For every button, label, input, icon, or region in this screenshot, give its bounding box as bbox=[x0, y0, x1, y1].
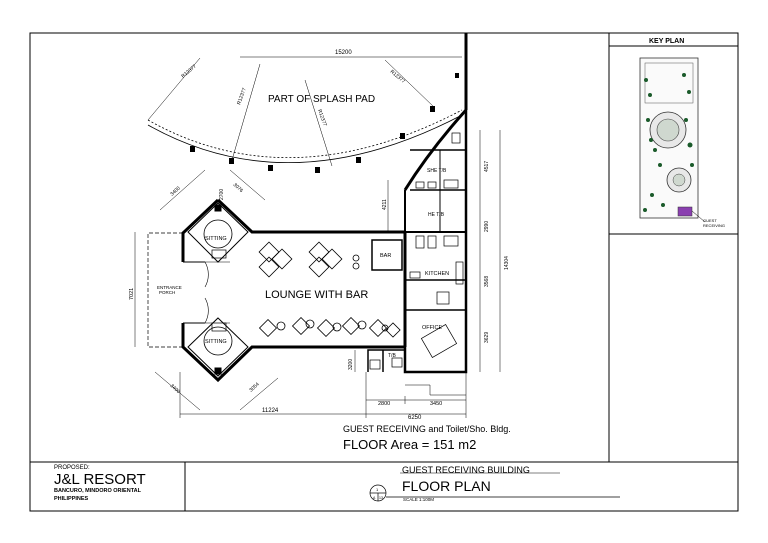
dim-radius-1: R12377 bbox=[180, 64, 197, 80]
building-description: GUEST RECEIVING and Toilet/Sho. Bldg. bbox=[343, 424, 511, 434]
dim-diag-bottom-left: 3400 bbox=[169, 383, 181, 395]
dim-small-vertical: 3200 bbox=[348, 359, 354, 370]
room-label-splash-pad: PART OF SPLASH PAD bbox=[268, 94, 375, 105]
dim-diag-top-right: 3076 bbox=[232, 182, 244, 194]
marker-bottom-right: 13 bbox=[379, 496, 383, 500]
key-plan-thumbnail bbox=[639, 57, 706, 223]
dim-left-height: 7021 bbox=[129, 288, 135, 300]
dim-diag-top-small: 2700 bbox=[219, 189, 225, 200]
scale-label: SCALE 1:100M bbox=[403, 497, 435, 502]
room-label-porch: PORCH bbox=[159, 290, 175, 295]
proposed-label: PROPOSED: bbox=[54, 465, 90, 471]
sitting-areas bbox=[187, 202, 249, 377]
dim-bottom-right: 6250 bbox=[408, 415, 422, 421]
location-line-1: BANCURO, MINDORO ORIENTAL bbox=[54, 488, 141, 494]
dimension-lines bbox=[134, 130, 501, 418]
dim-radius-2: R12377 bbox=[236, 87, 248, 106]
key-plan-callout-guest: GUEST bbox=[703, 218, 717, 223]
room-label-tb: T/B bbox=[388, 353, 396, 359]
dim-diag-top-left: 3400 bbox=[169, 185, 181, 197]
dim-right-4: 3629 bbox=[484, 332, 490, 343]
dim-mid-vertical: 4211 bbox=[382, 199, 388, 210]
service-fixtures bbox=[369, 132, 464, 370]
dim-bottom-sub-left: 2800 bbox=[378, 401, 390, 407]
room-label-office: OFFICE bbox=[422, 325, 442, 331]
floor-area: FLOOR Area = 151 m2 bbox=[343, 437, 476, 452]
dim-radius-4: R12377 bbox=[389, 69, 406, 85]
room-label-he-tb: HE T/B bbox=[428, 212, 445, 218]
project-name: J&L RESORT bbox=[54, 471, 146, 488]
room-label-she-tb: SHE T/B bbox=[427, 168, 447, 174]
building-walls bbox=[181, 33, 468, 383]
dim-right-overall: 14304 bbox=[504, 256, 510, 270]
room-label-sitting-top: SITTING bbox=[205, 236, 227, 242]
dim-bottom-sub-right: 3450 bbox=[430, 401, 442, 407]
dim-bottom-overall: 11224 bbox=[262, 408, 279, 414]
location-line-2: PHILIPPINES bbox=[54, 496, 89, 502]
room-label-bar: BAR bbox=[380, 253, 391, 259]
drawing-marker: 1 A 13 bbox=[369, 472, 620, 502]
key-plan-callout-receiving: RECEIVING bbox=[703, 223, 725, 228]
splash-pad-arc bbox=[147, 57, 463, 173]
dim-diag-bottom-right: 3054 bbox=[248, 381, 260, 393]
plan-labels: PART OF SPLASH PAD LOUNGE WITH BAR SITTI… bbox=[129, 38, 725, 452]
marker-top: 1 bbox=[376, 487, 379, 492]
dim-right-3: 3568 bbox=[484, 276, 490, 287]
building-name: GUEST RECEIVING BUILDING bbox=[402, 465, 530, 475]
dim-radius-3: R12377 bbox=[316, 109, 328, 128]
dim-top-overall: 15200 bbox=[335, 50, 352, 56]
room-label-kitchen: KITCHEN bbox=[425, 271, 449, 277]
room-label-entrance: ENTRANCE bbox=[157, 285, 182, 290]
lounge-furniture bbox=[258, 241, 401, 338]
dim-right-1: 4517 bbox=[484, 161, 490, 172]
drawing-title: FLOOR PLAN bbox=[402, 478, 491, 494]
key-plan-title: KEY PLAN bbox=[649, 38, 684, 45]
room-label-sitting-bottom: SITTING bbox=[205, 339, 227, 345]
dim-right-2: 2990 bbox=[484, 221, 490, 232]
marker-bottom-left: A bbox=[373, 496, 376, 500]
room-label-lounge: LOUNGE WITH BAR bbox=[265, 289, 368, 301]
sheet-border bbox=[29, 32, 739, 512]
